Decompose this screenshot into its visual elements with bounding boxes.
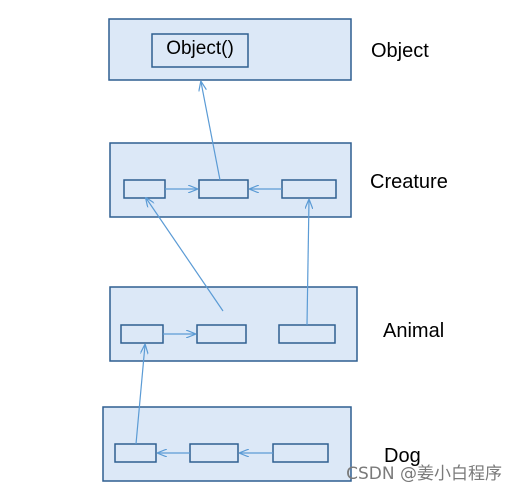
animal-method-box-2	[196, 324, 247, 344]
animal-class-label: Animal	[383, 320, 445, 342]
arrow-creature-to-object	[201, 82, 221, 181]
creature-class-label: Creature	[370, 171, 448, 193]
object-method-box	[151, 33, 249, 68]
arrow-animal-to-creature-left	[146, 198, 224, 312]
animal-method-box-1	[120, 324, 164, 344]
dog-method-box-3	[272, 443, 329, 463]
animal-method-box-3	[278, 324, 336, 344]
arrow-animal-right-to-creature-right	[307, 200, 309, 326]
dog-method-box-1	[114, 443, 157, 463]
dog-class-label: Dog	[384, 445, 421, 467]
creature-method-box-1	[123, 179, 166, 199]
creature-method-box-2	[198, 179, 249, 199]
arrow-dog-to-animal-left	[135, 345, 145, 445]
watermark-text: CSDN @姜小白程序	[346, 464, 502, 484]
dog-method-box-2	[189, 443, 239, 463]
object-class-label: Object	[371, 40, 429, 62]
creature-method-box-3	[281, 179, 337, 199]
animal-class-box	[109, 286, 358, 362]
object-method-label: Object()	[166, 38, 234, 59]
